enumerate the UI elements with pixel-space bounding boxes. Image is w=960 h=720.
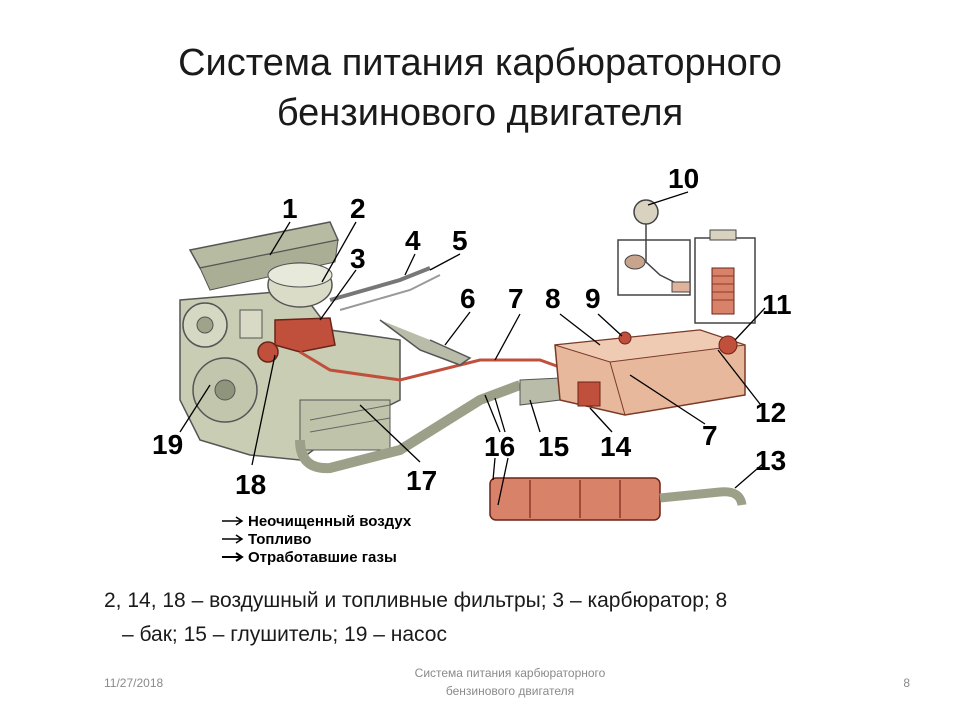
label-14: 14 (600, 431, 632, 462)
label-19: 19 (152, 429, 183, 460)
footer-date: 11/27/2018 (104, 676, 164, 690)
label-1: 1 (282, 193, 298, 224)
carburetor-and-filters (257, 317, 336, 363)
exhaust-pipe (295, 380, 522, 474)
label-16: 16 (484, 431, 515, 462)
label-2: 2 (350, 193, 366, 224)
muffler-illustration (489, 477, 747, 521)
label-18: 18 (235, 469, 266, 500)
label-12: 12 (755, 397, 786, 428)
title-line-1: Система питания карбюраторного (178, 42, 782, 84)
label-8: 8 (545, 283, 561, 314)
label-3: 3 (350, 243, 366, 274)
pedal-rod (379, 319, 472, 366)
label-13: 13 (755, 445, 786, 476)
title-line-2: бензинового двигателя (276, 92, 684, 134)
page-number: 8 (903, 676, 910, 690)
legend-fuel-arrow-icon (222, 534, 244, 544)
engine-illustration (179, 221, 401, 461)
label-11: 11 (762, 289, 792, 320)
label-15: 15 (538, 431, 569, 462)
legend: Неочищенный воздух Топливо Отработавшие … (222, 513, 412, 566)
fuel-gauge-inset (617, 199, 756, 324)
label-5: 5 (452, 225, 468, 256)
air-intake-pipe (329, 266, 431, 302)
legend-air-text: Неочищенный воздух (248, 513, 412, 530)
footer-title-line-1: Система питания карбюраторного (414, 666, 606, 680)
fuel-tank (554, 329, 746, 416)
label-9: 9 (585, 283, 601, 314)
label-10: 10 (668, 163, 699, 194)
label-7: 7 (508, 283, 524, 314)
legend-exhaust-text: Отработавшие газы (248, 549, 397, 566)
legend-air-arrow-icon (222, 516, 244, 526)
caption-line-2: – бак; 15 – глушитель; 19 – насос (122, 623, 447, 646)
label-4: 4 (405, 225, 421, 256)
footer-title-line-2: бензинового двигателя (445, 684, 575, 698)
label-17: 17 (406, 465, 437, 496)
legend-fuel-text: Топливо (248, 531, 311, 548)
legend-exhaust-arrow-icon (222, 552, 244, 562)
label-7-bottom: 7 (702, 420, 718, 451)
footer-title: Система питания карбюраторного бензиново… (360, 664, 660, 700)
caption-line-1: 2, 14, 18 – воздушный и топливные фильтр… (104, 589, 728, 612)
leader-lines (179, 191, 766, 506)
label-6: 6 (460, 283, 476, 314)
caption: 2, 14, 18 – воздушный и топливные фильтр… (104, 584, 904, 652)
slide-title: Система питания карбюраторного бензиново… (0, 38, 960, 138)
